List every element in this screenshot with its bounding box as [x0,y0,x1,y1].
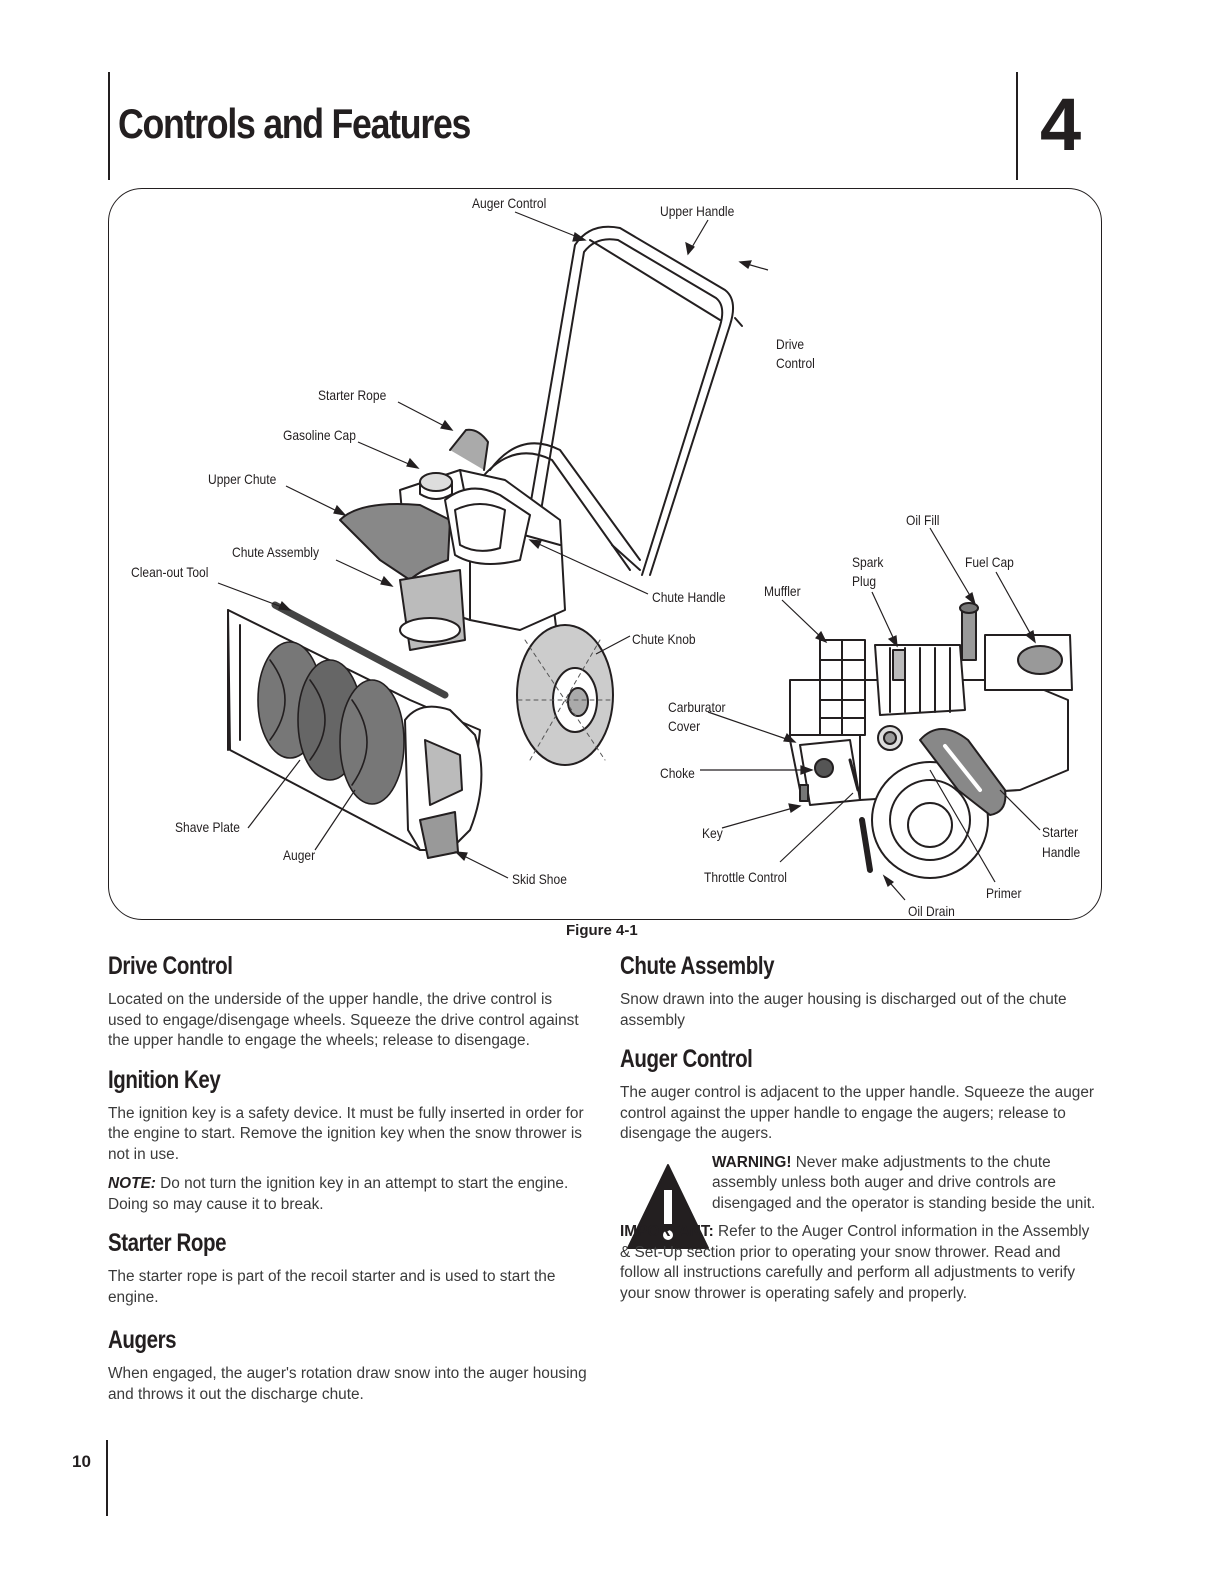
callout-chute-handle: Chute Handle [652,589,726,605]
header-right-rule [1016,72,1018,180]
callout-chute-knob: Chute Knob [632,631,696,647]
callout-carburator-cover-line1: Carburator [668,699,726,715]
drive-control-heading: Drive Control [108,952,233,980]
important-text: IMPORTANT: Refer to the Auger Control in… [620,1222,1098,1304]
callout-auger-control: Auger Control [472,195,547,211]
callout-gasoline-cap: Gasoline Cap [283,427,356,443]
starter-rope-heading: Starter Rope [108,1229,227,1257]
callout-auger: Auger [283,847,316,863]
section-augers: Augers When engaged, the auger's rotatio… [108,1326,588,1405]
chapter-title: Controls and Features [118,100,471,147]
ignition-key-note: NOTE: Do not turn the ignition key in an… [108,1174,588,1215]
callout-upper-chute: Upper Chute [208,471,277,487]
note-label: NOTE: [108,1175,156,1192]
callout-carburator-cover-line2: Cover [668,718,701,734]
callout-key: Key [702,825,723,841]
important-label: IMPORTANT: [620,1223,714,1240]
header-left-rule [108,72,110,180]
auger-control-heading: Auger Control [620,1045,753,1073]
warning-label: WARNING! [712,1153,792,1171]
drive-control-body: Located on the underside of the upper ha… [108,991,579,1049]
page-number: 10 [72,1452,91,1471]
chapter-number: 4 [1040,83,1082,166]
callout-oil-fill: Oil Fill [906,512,940,528]
section-drive-control: Drive Control Located on the underside o… [108,952,588,1052]
callout-starter-handle-line1: Starter [1042,824,1079,840]
callout-drive-control-line2: Control [776,355,815,371]
callout-muffler: Muffler [764,583,801,599]
callout-clean-out-tool: Clean-out Tool [131,564,209,580]
callout-choke: Choke [660,765,695,781]
auger-control-body: The auger control is adjacent to the upp… [620,1084,1095,1142]
callout-fuel-cap: Fuel Cap [965,554,1014,570]
callout-starter-rope: Starter Rope [318,387,387,403]
figure-caption: Figure 4-1 [566,922,638,939]
ignition-key-heading: Ignition Key [108,1065,221,1094]
warning-icon [627,1164,709,1249]
note-body: Do not turn the ignition key in an attem… [108,1175,569,1213]
left-column: Drive Control Located on the underside o… [108,952,588,1405]
callout-oil-drain: Oil Drain [908,903,955,919]
warning-block: WARNING! Never make adjustments to the c… [620,1153,1098,1215]
important-body: Refer to the Auger Control information i… [620,1223,1090,1302]
augers-heading: Augers [108,1326,177,1354]
callout-drive-control-line1: Drive [776,336,805,352]
section-chute-assembly: Chute Assembly Snow drawn into the auger… [620,952,1098,1031]
important-block: IMPORTANT: Refer to the Auger Control in… [620,1222,1098,1304]
callout-skid-shoe: Skid Shoe [512,871,567,887]
callout-upper-handle: Upper Handle [660,203,735,219]
callout-starter-handle-line2: Handle [1042,844,1081,860]
warning-body: Never make adjustments to the chute asse… [712,1153,1096,1212]
section-auger-control: Auger Control The auger control is adjac… [620,1045,1098,1145]
callout-throttle-control: Throttle Control [704,869,787,885]
warning-text: WARNING! Never make adjustments to the c… [712,1153,1098,1215]
footer-rule [106,1440,108,1516]
section-ignition-key: Ignition Key The ignition key is a safet… [108,1066,588,1216]
callout-spark-plug-line2: Plug [852,573,877,589]
section-starter-rope: Starter Rope The starter rope is part of… [108,1229,588,1308]
ignition-key-body: The ignition key is a safety device. It … [108,1104,584,1163]
callout-chute-assembly: Chute Assembly [232,544,320,560]
augers-body: When engaged, the auger's rotation draw … [108,1365,587,1403]
callout-primer: Primer [986,885,1022,901]
chute-assembly-heading: Chute Assembly [620,952,775,980]
right-column: Chute Assembly Snow drawn into the auger… [620,952,1098,1304]
chute-assembly-body: Snow drawn into the auger housing is dis… [620,991,1067,1029]
callout-shave-plate: Shave Plate [175,819,240,835]
callout-spark-plug-line1: Spark [852,554,884,570]
starter-rope-body: The starter rope is part of the recoil s… [108,1268,556,1306]
figure-frame [108,188,1102,920]
